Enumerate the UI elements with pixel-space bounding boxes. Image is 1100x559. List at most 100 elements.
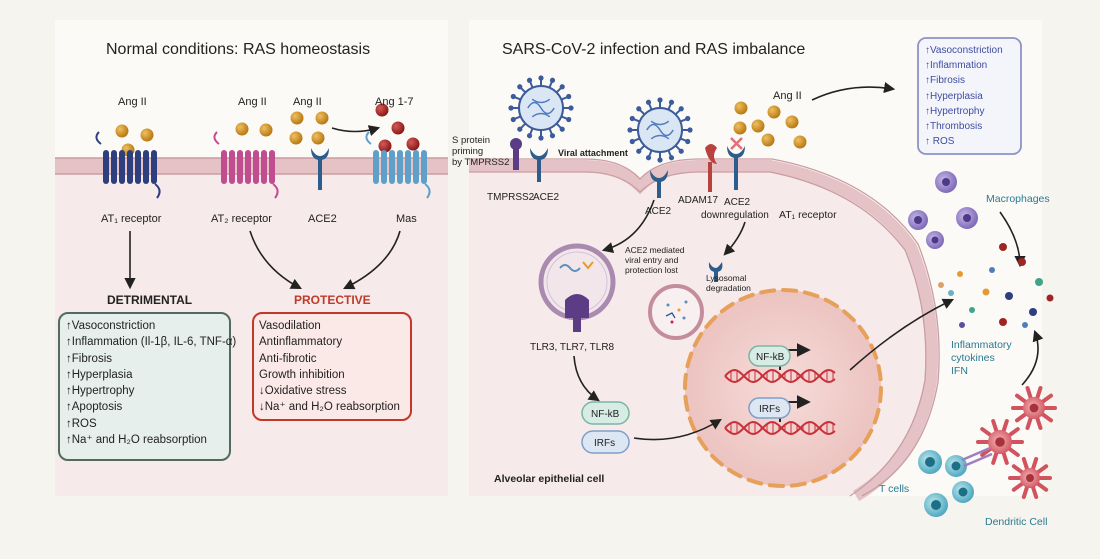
nucleus-nfkb-pill	[748, 345, 791, 367]
at1-receptor-label: AT₁ receptor	[101, 213, 162, 225]
t-cells-label: T cells	[879, 483, 909, 495]
effects-item: ↑Inflammation	[925, 60, 988, 72]
adam17-protein	[705, 144, 717, 192]
at1-receptor-left	[95, 131, 161, 199]
detrimental-item: ↑ROS	[66, 417, 97, 430]
endosome	[538, 243, 616, 332]
cyto-irfs-label: IRFs	[594, 438, 615, 449]
ang-1-7-label: Ang 1-7	[375, 96, 414, 108]
ang-ii-molecules-2	[235, 122, 273, 137]
detrimental-box: ↑Vasoconstriction ↑Inflammation (Il-1β, …	[66, 318, 237, 448]
cyto-nfkb-pill	[581, 401, 630, 425]
detrimental-item: ↑Hypertrophy	[66, 385, 135, 398]
ang-1-7-molecules	[375, 103, 420, 153]
effects-item: ↑Fibrosis	[925, 75, 966, 87]
protective-box-frame	[252, 312, 412, 421]
ace2-label-right-3: ACE2	[724, 197, 751, 208]
mas-receptor	[365, 131, 431, 199]
ace2-mediated-2: viral entry and	[625, 255, 679, 265]
cytokines-label-1: Inflammatory	[951, 339, 1012, 351]
tmprss2-protein	[510, 138, 522, 170]
nucleus-irfs-pill	[748, 397, 791, 419]
protective-item: Vasodilation	[259, 320, 321, 332]
protective-item: Growth inhibition	[259, 368, 345, 381]
effects-box-frame	[917, 37, 1022, 155]
arrow-at2-protective	[249, 230, 302, 290]
arrow-ang-conversion	[331, 125, 381, 136]
detrimental-title: DETRIMENTAL	[107, 293, 192, 307]
protective-title: PROTECTIVE	[294, 293, 371, 307]
s-protein-priming-2: priming	[452, 146, 483, 157]
protective-item: Anti-fibrotic	[259, 352, 317, 365]
downregulation-label: downregulation	[701, 210, 769, 221]
tmprss2-label: TMPRSS2	[487, 192, 535, 203]
arrow-tlr-to-nfkb	[573, 355, 600, 402]
ace2-label-left: ACE2	[308, 213, 337, 225]
effects-item: ↑Hyperplasia	[925, 90, 983, 102]
effects-item: ↑Hypertrophy	[925, 105, 985, 117]
viral-attachment-label: Viral attachment	[558, 148, 628, 158]
blocked-x-icon	[730, 137, 743, 150]
alveolar-cell-membrane	[469, 160, 939, 502]
ace2-receptor-right-2	[650, 170, 668, 198]
macrophages	[908, 171, 978, 249]
s-protein-priming-3: by TMPRSS2	[452, 157, 509, 168]
immune-synapse	[961, 446, 993, 468]
detrimental-item: ↑Fibrosis	[66, 352, 113, 365]
detrimental-item: ↑Apoptosis	[66, 401, 123, 414]
at2-receptor	[213, 131, 279, 199]
arrow-irfs-to-nucleus	[633, 418, 722, 441]
effects-item: ↑Thrombosis	[925, 121, 983, 133]
arrow-ang-to-effects	[811, 82, 896, 101]
ace2-label-right-2: ACE2	[645, 206, 672, 217]
nuclear-envelope	[683, 288, 883, 488]
mas-label: Mas	[396, 213, 417, 225]
protective-item: ↓Na⁺ and H₂O reabsorption	[259, 401, 400, 414]
detrimental-item: ↑Na⁺ and H₂O reabsorption	[66, 434, 207, 447]
ace2-label-right-1: ACE2	[533, 192, 560, 203]
effects-box: ↑Vasoconstriction ↑Inflammation ↑Fibrosi…	[925, 43, 1021, 149]
tlrs-label: TLR3, TLR7, TLR8	[530, 342, 615, 353]
ace2-receptor-right-3	[727, 146, 745, 190]
detrimental-item: ↑Inflammation (Il-1β, IL-6, TNF-α)	[66, 336, 237, 349]
lysosomal-label-2: degradation	[706, 283, 751, 293]
at1-receptor-label-right: AT₁ receptor	[779, 209, 837, 221]
s-protein-priming-1: S protein	[452, 135, 490, 146]
ace2-mediated-3: protection lost	[625, 265, 679, 275]
t-cells	[918, 450, 974, 517]
arrow-nucleus-to-cytokines	[849, 298, 955, 371]
cyto-irfs-pill	[581, 430, 630, 454]
effects-item: ↑ ROS	[925, 136, 955, 148]
adam17-label: ADAM17	[678, 195, 718, 206]
lysosomal-label-1: Lysosomal	[706, 273, 746, 283]
dendritic-cell-label: Dendritic Cell	[985, 516, 1047, 528]
ace2-receptor-left	[311, 148, 329, 190]
nucleus-irfs-label: IRFs	[759, 404, 780, 415]
cytokine-dots	[938, 243, 1054, 328]
protective-item: Antinflammatory	[259, 336, 343, 349]
alveolar-cell-label: Alveolar epithelial cell	[494, 473, 604, 485]
arrow-dendritic-to-cytokines	[1021, 329, 1044, 386]
at2-receptor-label: AT₂ receptor	[211, 213, 272, 225]
sars-cov-2-virus-1	[508, 75, 574, 141]
ace2-degrading	[708, 262, 723, 282]
ang-ii-molecules-3	[289, 111, 329, 145]
detrimental-item: ↑Hyperplasia	[66, 368, 133, 381]
arrow-ace2-degradation	[723, 221, 746, 256]
nucleus-nfkb-label: NF-kB	[756, 352, 785, 363]
arrow-viral-entry	[601, 199, 655, 253]
ang-ii-label-1: Ang II	[118, 96, 147, 108]
cytokines-label-3: IFN	[951, 365, 968, 377]
detrimental-item: ↑Vasoconstriction	[66, 320, 156, 332]
ang-ii-label-3: Ang II	[293, 96, 322, 108]
ace2-mediated-1: ACE2 mediated	[625, 245, 685, 255]
detrimental-box-frame	[58, 312, 231, 461]
protective-item: ↓Oxidative stress	[259, 385, 347, 398]
ace2-receptor-right-1	[530, 148, 548, 182]
ang-ii-molecules-1	[115, 124, 154, 157]
dendritic-cells	[976, 386, 1057, 500]
ang-ii-molecules-right	[733, 101, 807, 149]
left-title: Normal conditions: RAS homeostasis	[106, 41, 370, 58]
ang-ii-label-right: Ang II	[773, 90, 802, 102]
